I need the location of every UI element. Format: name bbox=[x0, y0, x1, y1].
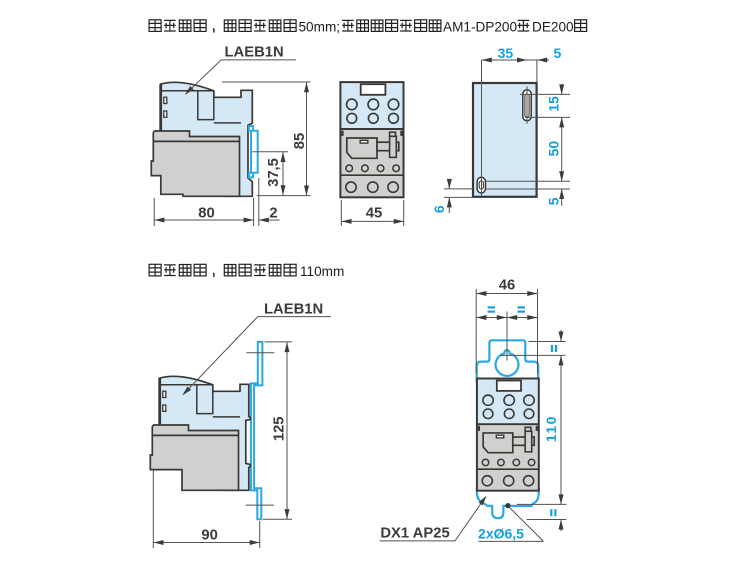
svg-text:2: 2 bbox=[269, 206, 277, 222]
svg-text:50: 50 bbox=[545, 141, 561, 157]
svg-text:DX1 AP25: DX1 AP25 bbox=[380, 526, 449, 542]
svg-text:2xØ6,5: 2xØ6,5 bbox=[478, 526, 524, 542]
svg-text:LAEB1N: LAEB1N bbox=[264, 302, 323, 318]
svg-text:110mm: 110mm bbox=[300, 264, 344, 279]
svg-text:DE200: DE200 bbox=[532, 20, 574, 35]
svg-text:80: 80 bbox=[198, 206, 214, 222]
svg-text:37,5: 37,5 bbox=[266, 158, 282, 187]
svg-text:5: 5 bbox=[545, 197, 561, 205]
svg-text:15: 15 bbox=[545, 96, 561, 112]
svg-text:46: 46 bbox=[499, 278, 515, 294]
svg-text:125: 125 bbox=[272, 416, 288, 441]
svg-text:6: 6 bbox=[431, 205, 447, 213]
svg-text:90: 90 bbox=[201, 528, 217, 544]
svg-text:AM1-DP200: AM1-DP200 bbox=[443, 20, 517, 35]
svg-text:35: 35 bbox=[498, 45, 514, 61]
svg-text:5: 5 bbox=[554, 45, 562, 61]
svg-text:85: 85 bbox=[292, 133, 308, 149]
svg-text:LAEB1N: LAEB1N bbox=[225, 45, 284, 61]
svg-text:50mm;: 50mm; bbox=[299, 20, 341, 35]
svg-text:110: 110 bbox=[543, 415, 559, 442]
svg-text:45: 45 bbox=[366, 206, 382, 222]
